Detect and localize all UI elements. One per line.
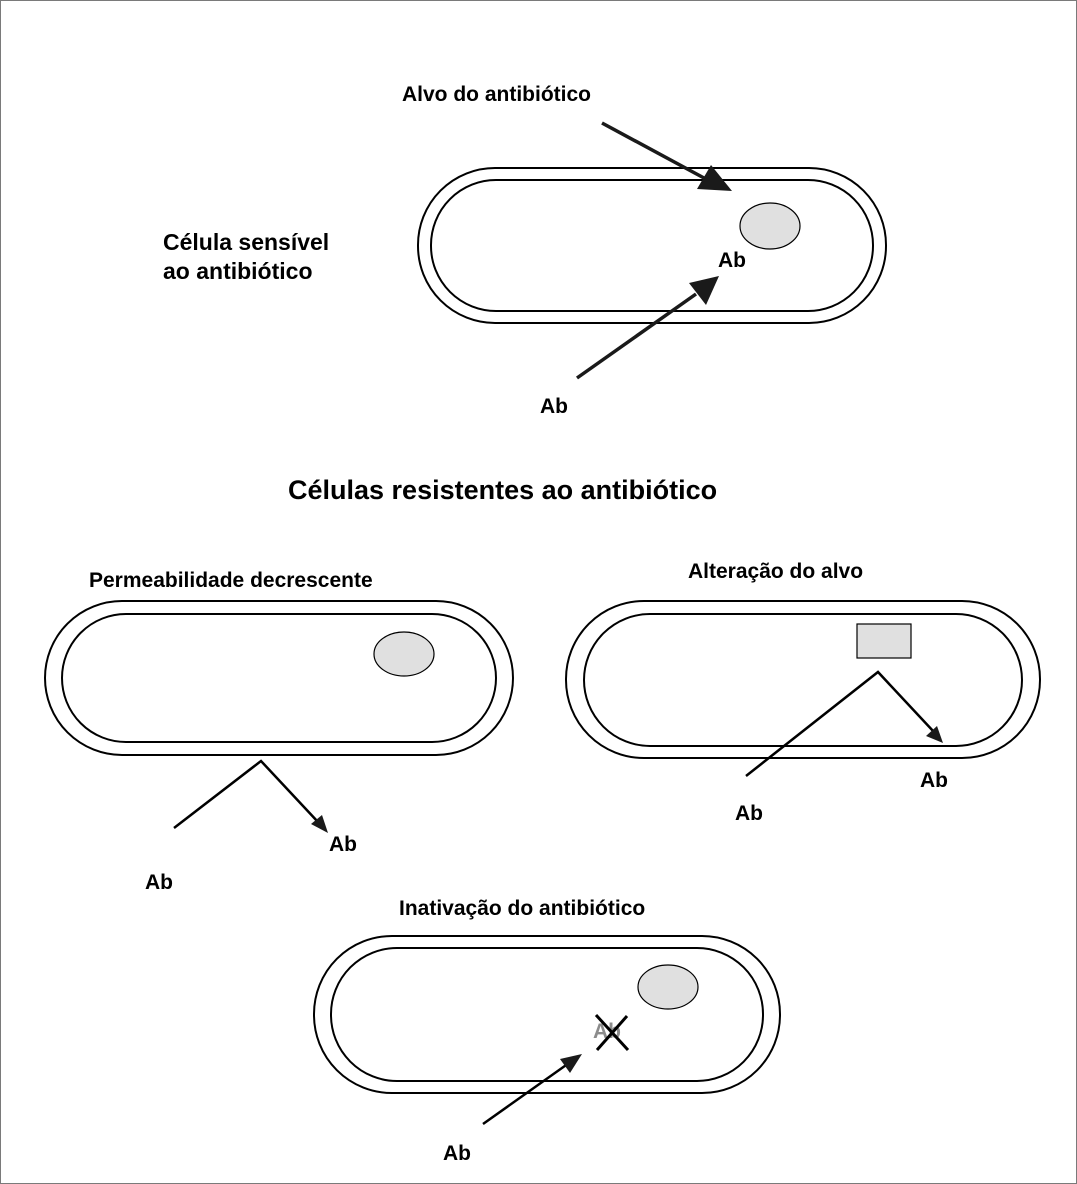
cell-wall-outer — [417, 167, 887, 324]
cell-wall-outer — [313, 935, 781, 1094]
cell-wall-inner — [61, 613, 497, 743]
inactivation-ab-in-label: Ab — [443, 1142, 471, 1165]
cell-wall-inner — [430, 179, 874, 312]
target-change-title: Alteração do alvo — [688, 560, 863, 583]
target-change-ab-out-label: Ab — [920, 769, 948, 792]
sensitive-ab-outside-label: Ab — [540, 395, 568, 418]
cell-wall-outer — [44, 600, 514, 756]
sensitive-ab-inside-label: Ab — [718, 249, 746, 272]
antibiotic-target — [637, 964, 699, 1010]
inactivation-title: Inativação do antibiótico — [399, 897, 645, 920]
inactivation-cross — [594, 1013, 630, 1052]
inactivation-cell — [313, 935, 781, 1094]
permeability-ab-in-label: Ab — [145, 871, 173, 894]
resistant-heading: Células resistentes ao antibiótico — [288, 475, 717, 505]
antibiotic-target — [739, 202, 801, 250]
permeability-deflect-arrow — [173, 759, 328, 833]
sensitive-cell — [417, 167, 887, 324]
antibiotic-target — [373, 631, 435, 677]
sensitive-ab-entry-arrow — [575, 276, 719, 380]
permeability-ab-out-label: Ab — [329, 833, 357, 856]
cell-wall-outer — [565, 600, 1041, 759]
permeability-cell — [44, 600, 514, 756]
sensitive-cell-label-line2: ao antibiótico — [163, 258, 313, 284]
sensitive-cell-label-line1: Célula sensível — [163, 229, 329, 255]
inactivated-ab-label: Ab — [593, 1020, 621, 1043]
target-change-deflect-arrow — [745, 670, 943, 777]
target-change-ab-in-label: Ab — [735, 802, 763, 825]
cell-wall-inner — [583, 613, 1023, 747]
altered-target — [856, 623, 912, 659]
target-label: Alvo do antibiótico — [402, 83, 591, 106]
target-pointer-arrow — [601, 121, 732, 191]
inactivation-ab-entry-arrow — [482, 1054, 582, 1126]
permeability-title: Permeabilidade decrescente — [89, 569, 373, 592]
cell-wall-inner — [330, 947, 764, 1082]
target-change-cell — [565, 600, 1041, 759]
